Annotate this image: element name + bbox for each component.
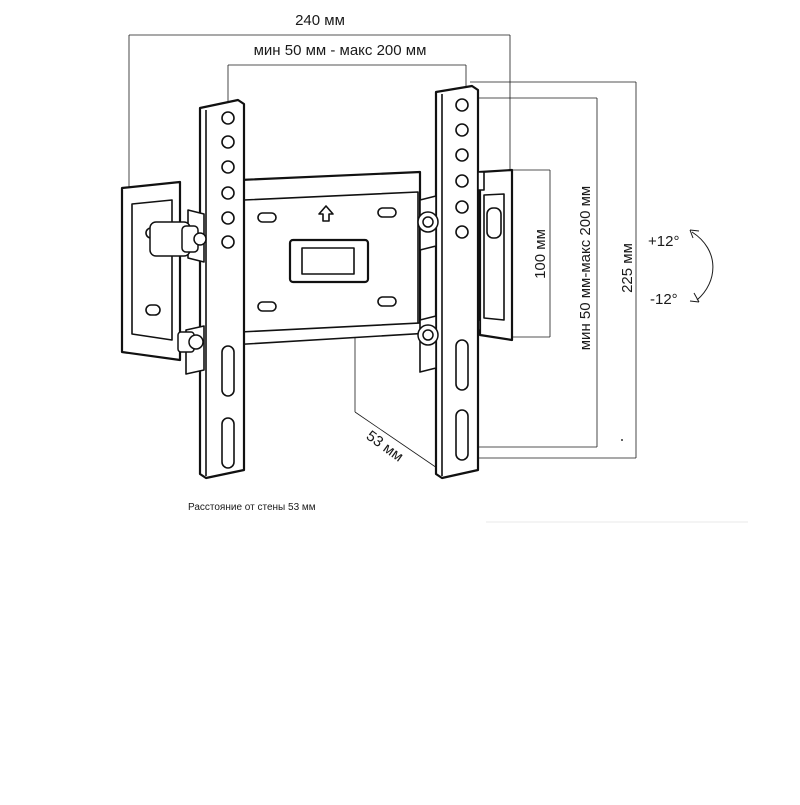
center-window-inner	[301, 247, 355, 275]
left-arm	[185, 98, 246, 480]
mount-slot-icon	[221, 417, 235, 469]
mount-hole-icon	[221, 235, 235, 249]
mount-hole-icon	[221, 211, 235, 225]
plate-slot-icon	[257, 301, 277, 312]
tilt-indicator: +12° -12°	[621, 229, 714, 441]
mount-hole-icon	[455, 148, 469, 162]
dimension-wall-plate: 100 мм	[510, 169, 551, 338]
wall-plate-label: 100 мм	[532, 229, 549, 279]
tilt-down-label: -12°	[650, 291, 678, 308]
right-arm	[419, 84, 480, 480]
plate-slot-icon	[257, 212, 277, 223]
mount-hole-icon	[455, 174, 469, 188]
mount-hole-icon	[455, 225, 469, 239]
plate-slot-icon	[377, 207, 397, 218]
vesa-vertical-label: мин 50 мм-макс 200 мм	[577, 186, 594, 351]
left-lower-bolt-icon	[177, 331, 204, 353]
dimension-height-total: 225 мм	[470, 81, 637, 459]
depth-label: 53 мм	[363, 427, 407, 465]
mount-hole-icon	[221, 186, 235, 200]
mount-slot-icon	[455, 339, 469, 391]
width-total-label: 240 мм	[295, 12, 345, 29]
mount-hole-icon	[455, 200, 469, 214]
mount-slot-icon	[221, 345, 235, 397]
right-knob-side-icon	[486, 207, 502, 239]
vesa-horizontal-label: мин 50 мм - макс 200 мм	[254, 42, 427, 59]
mount-slot-icon	[455, 409, 469, 461]
mount-hole-icon	[221, 160, 235, 174]
mount-hole-icon	[455, 98, 469, 112]
dot-marker	[621, 439, 623, 441]
wall-distance-caption: Расстояние от стены 53 мм	[188, 502, 316, 513]
mount-hole-icon	[221, 135, 235, 149]
right-lower-bolt-icon	[417, 324, 439, 346]
mount-hole-icon	[455, 123, 469, 137]
dimension-width-total: 240 мм	[128, 12, 511, 188]
height-total-label: 225 мм	[619, 243, 636, 293]
left-tilt-knob-icon	[149, 221, 207, 257]
wall-plate	[120, 168, 514, 362]
wall-slot-icon	[145, 304, 161, 316]
dimension-vesa-horizontal: мин 50 мм - макс 200 мм	[227, 42, 467, 112]
tilt-up-label: +12°	[648, 233, 679, 250]
dimension-vesa-vertical: мин 50 мм-макс 200 мм	[478, 97, 598, 448]
right-tilt-knob-icon	[417, 211, 439, 233]
up-arrow-icon	[318, 205, 334, 222]
mount-hole-icon	[221, 111, 235, 125]
plate-slot-icon	[377, 296, 397, 307]
